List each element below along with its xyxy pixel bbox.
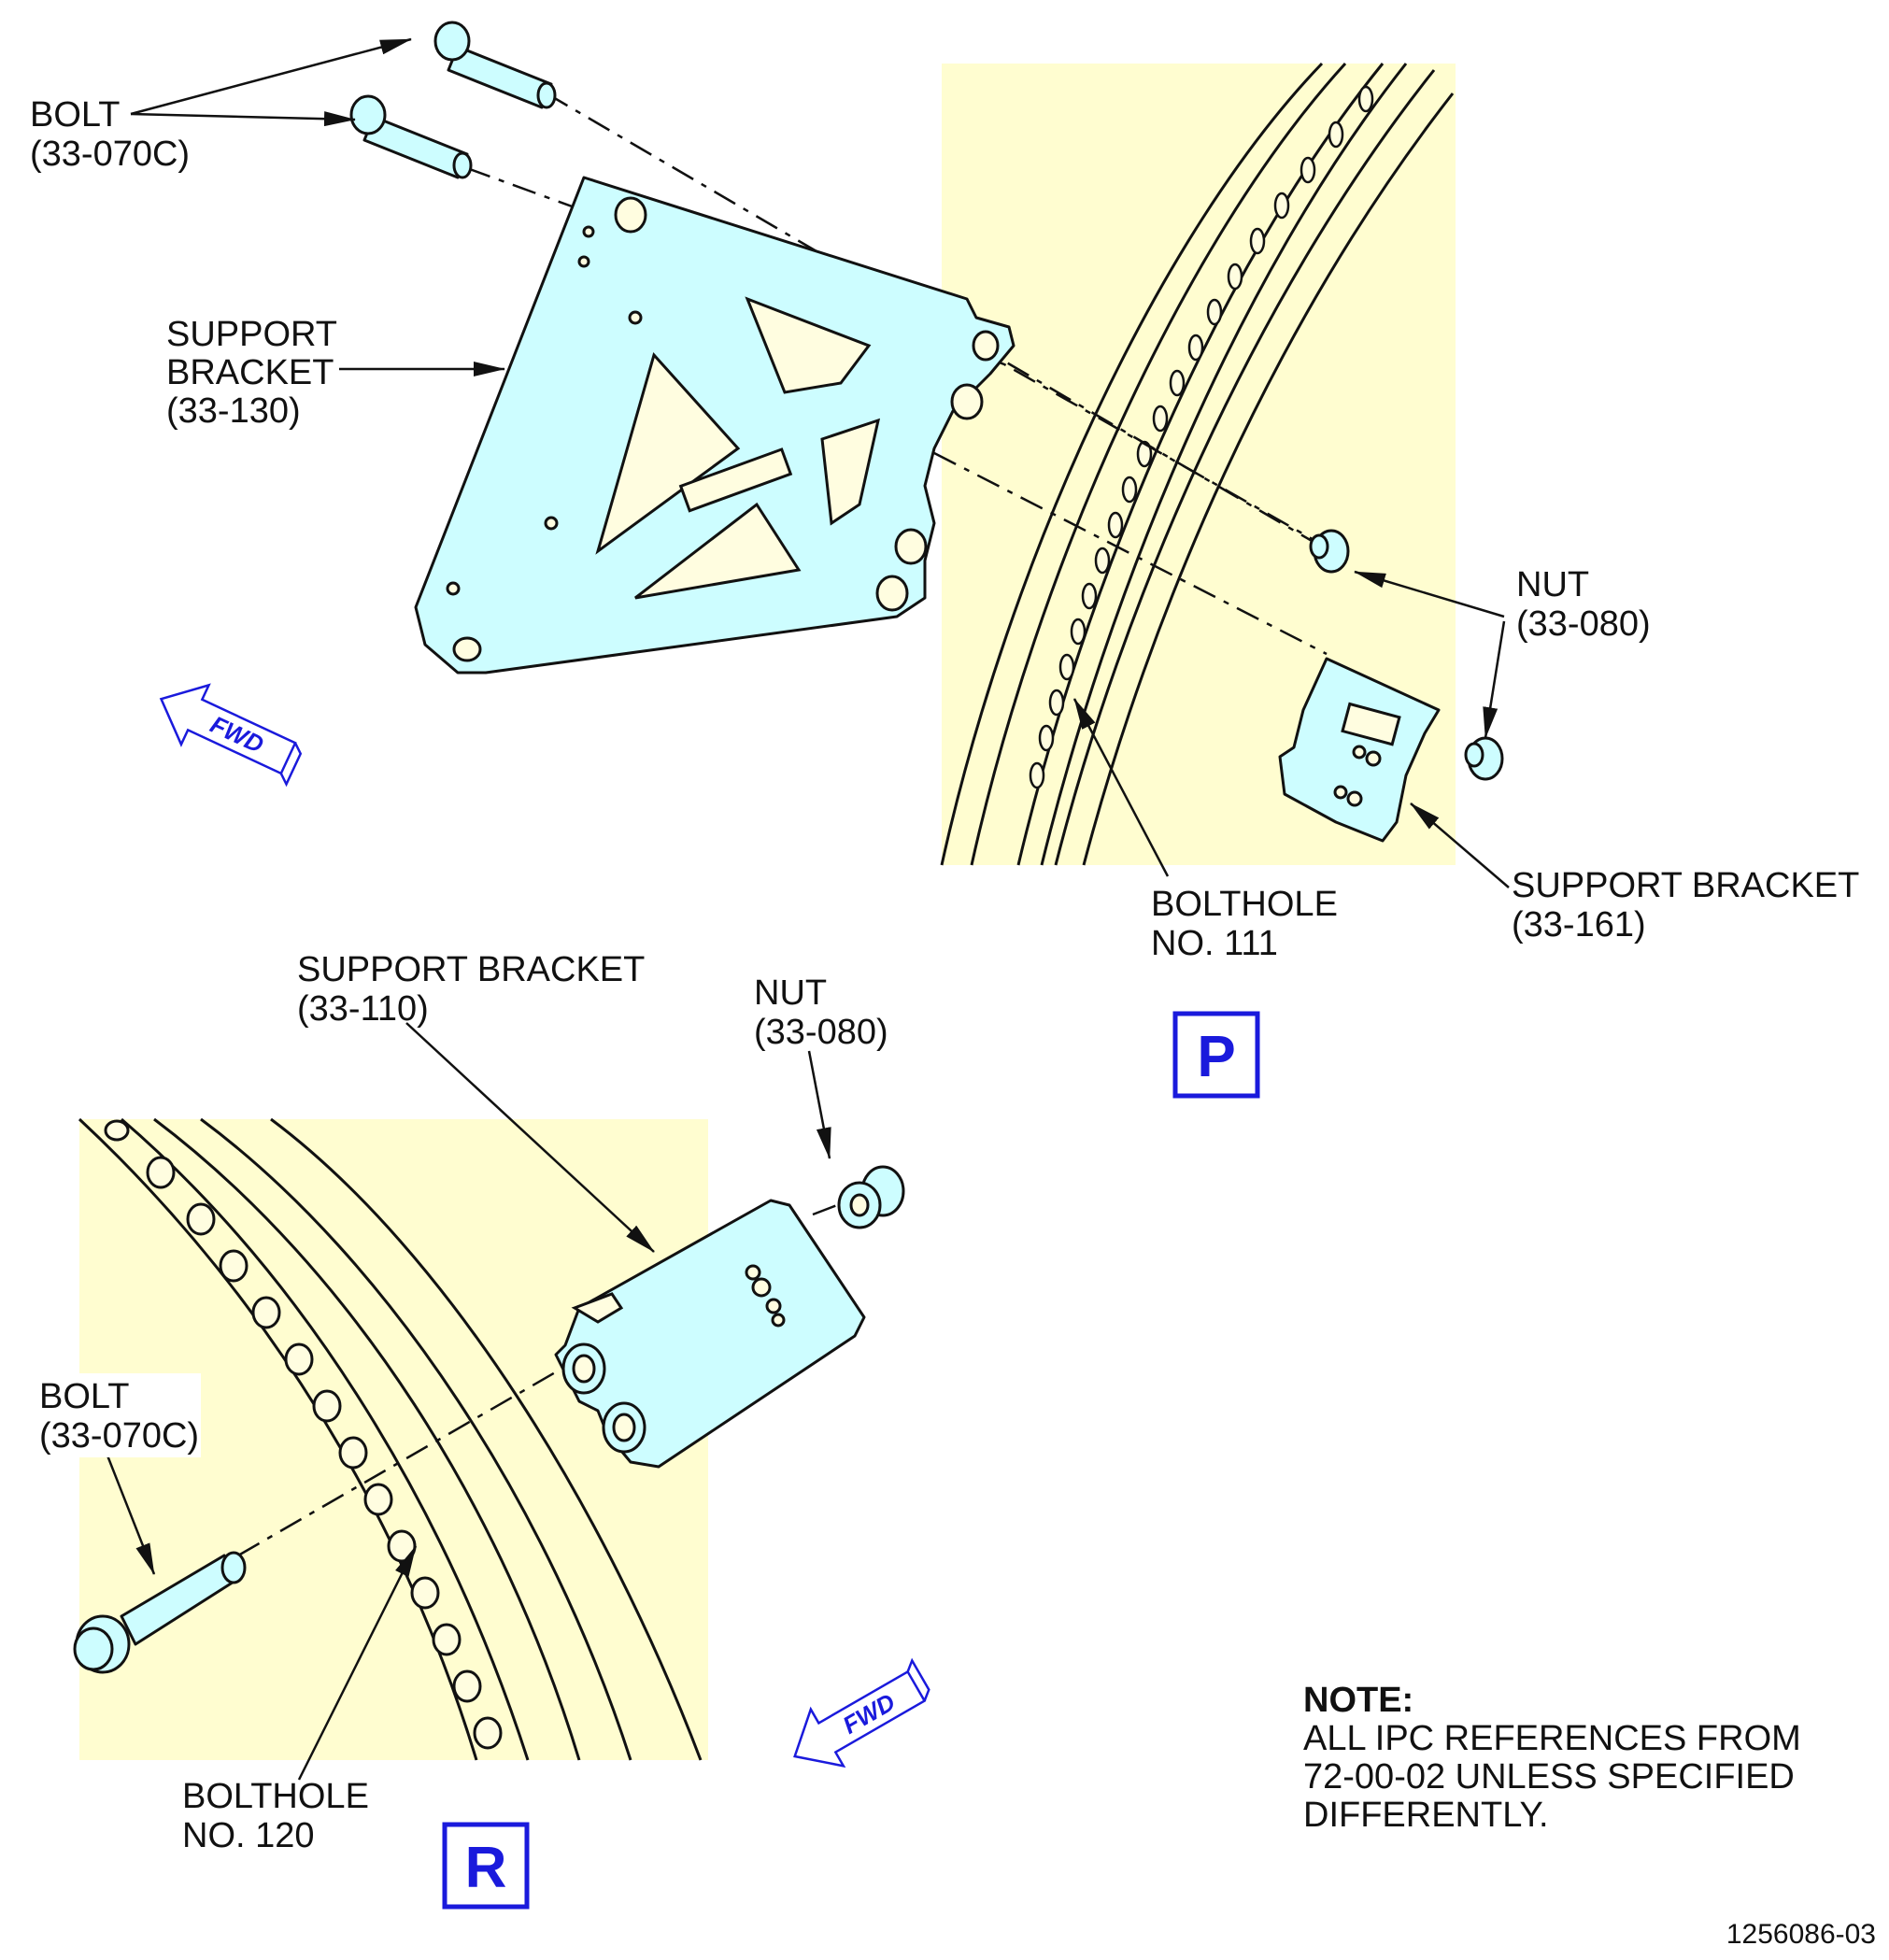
nut-r — [837, 1165, 905, 1229]
bolt-top-1 — [433, 21, 557, 109]
view-r-ring — [78, 1117, 703, 1761]
callout-support-bracket-161: SUPPORT BRACKET (33-161) — [1512, 866, 1859, 944]
svg-text:(33-130): (33-130) — [166, 391, 301, 431]
leader-nut-r — [807, 1050, 831, 1159]
leader-bolthole-111 — [1072, 698, 1170, 877]
leader-bracket-110 — [405, 1022, 655, 1253]
callout-nut-p: NUT (33-080) — [1516, 565, 1651, 644]
leader-bolt-top-2 — [130, 111, 356, 127]
note-line-1: ALL IPC REFERENCES FROM — [1303, 1719, 1801, 1758]
svg-text:NUT: NUT — [1516, 565, 1589, 604]
svg-text:NO. 120: NO. 120 — [182, 1816, 315, 1855]
svg-text:(33-080): (33-080) — [754, 1013, 888, 1052]
nut-p-upper — [1309, 529, 1350, 574]
svg-text:BOLTHOLE: BOLTHOLE — [1151, 885, 1338, 924]
svg-text:SUPPORT: SUPPORT — [166, 315, 337, 354]
callout-support-bracket-130: SUPPORT BRACKET (33-130) — [166, 315, 337, 431]
document-number: 1256086-03 — [1726, 1919, 1876, 1950]
callout-support-bracket-110: SUPPORT BRACKET (33-110) — [297, 950, 645, 1029]
svg-text:(33-110): (33-110) — [297, 989, 429, 1029]
callout-bolt-bottom: BOLT (33-070C) — [33, 1373, 201, 1457]
callout-bolthole-120: BOLTHOLE NO. 120 — [182, 1777, 369, 1855]
svg-text:(33-161): (33-161) — [1512, 905, 1646, 944]
callout-nut-r: NUT (33-080) — [754, 973, 888, 1052]
svg-text:R: R — [465, 1836, 507, 1900]
leader-bolthole-120 — [297, 1545, 418, 1781]
leader-bolt-top-1 — [130, 37, 412, 116]
support-bracket-33-110 — [554, 1199, 866, 1469]
bolt-r — [73, 1551, 247, 1674]
leader-nut-p-1 — [1354, 570, 1505, 618]
callout-bolt-top: BOLT (33-070C) — [30, 95, 190, 174]
bolt-path-lower — [466, 166, 1318, 544]
bolt-path-upper — [546, 92, 1346, 562]
svg-text:NO. 111: NO. 111 — [1151, 924, 1278, 963]
leader-nut-p-2 — [1483, 620, 1506, 739]
support-bracket-33-161 — [1278, 657, 1441, 843]
svg-text:(33-070C): (33-070C) — [39, 1416, 199, 1456]
svg-text:BOLT: BOLT — [39, 1377, 129, 1416]
leader-bracket-161 — [1410, 802, 1510, 888]
bolt-top-2 — [349, 94, 473, 179]
svg-text:NUT: NUT — [754, 973, 827, 1013]
svg-text:BOLT: BOLT — [30, 95, 120, 135]
note-line-2: 72-00-02 UNLESS SPECIFIED — [1303, 1757, 1795, 1797]
note-heading: NOTE: — [1303, 1681, 1413, 1720]
view-p-label: P — [1172, 1011, 1260, 1099]
svg-text:(33-080): (33-080) — [1516, 604, 1651, 644]
fwd-arrow-icon-bottom: FWD — [793, 1657, 930, 1768]
svg-text:BRACKET: BRACKET — [166, 353, 334, 392]
note-line-3: DIFFERENTLY. — [1303, 1796, 1549, 1835]
support-bracket-33-130 — [414, 176, 1016, 675]
view-p-ring-holes — [1029, 85, 1374, 789]
svg-text:SUPPORT BRACKET: SUPPORT BRACKET — [1512, 866, 1859, 905]
svg-text:P: P — [1197, 1025, 1235, 1089]
svg-text:SUPPORT BRACKET: SUPPORT BRACKET — [297, 950, 645, 989]
fwd-arrow-icon-top: FWD — [159, 683, 303, 788]
svg-text:(33-070C): (33-070C) — [30, 135, 190, 174]
bolt-path-r — [237, 1362, 571, 1557]
note-block: NOTE: ALL IPC REFERENCES FROM 72-00-02 U… — [1303, 1681, 1801, 1835]
callout-bolthole-111: BOLTHOLE NO. 111 — [1151, 885, 1338, 963]
nut-p-lower — [1464, 736, 1504, 781]
svg-text:BOLTHOLE: BOLTHOLE — [182, 1777, 369, 1816]
view-r-label: R — [442, 1822, 530, 1910]
leader-bolt-r — [106, 1455, 156, 1575]
